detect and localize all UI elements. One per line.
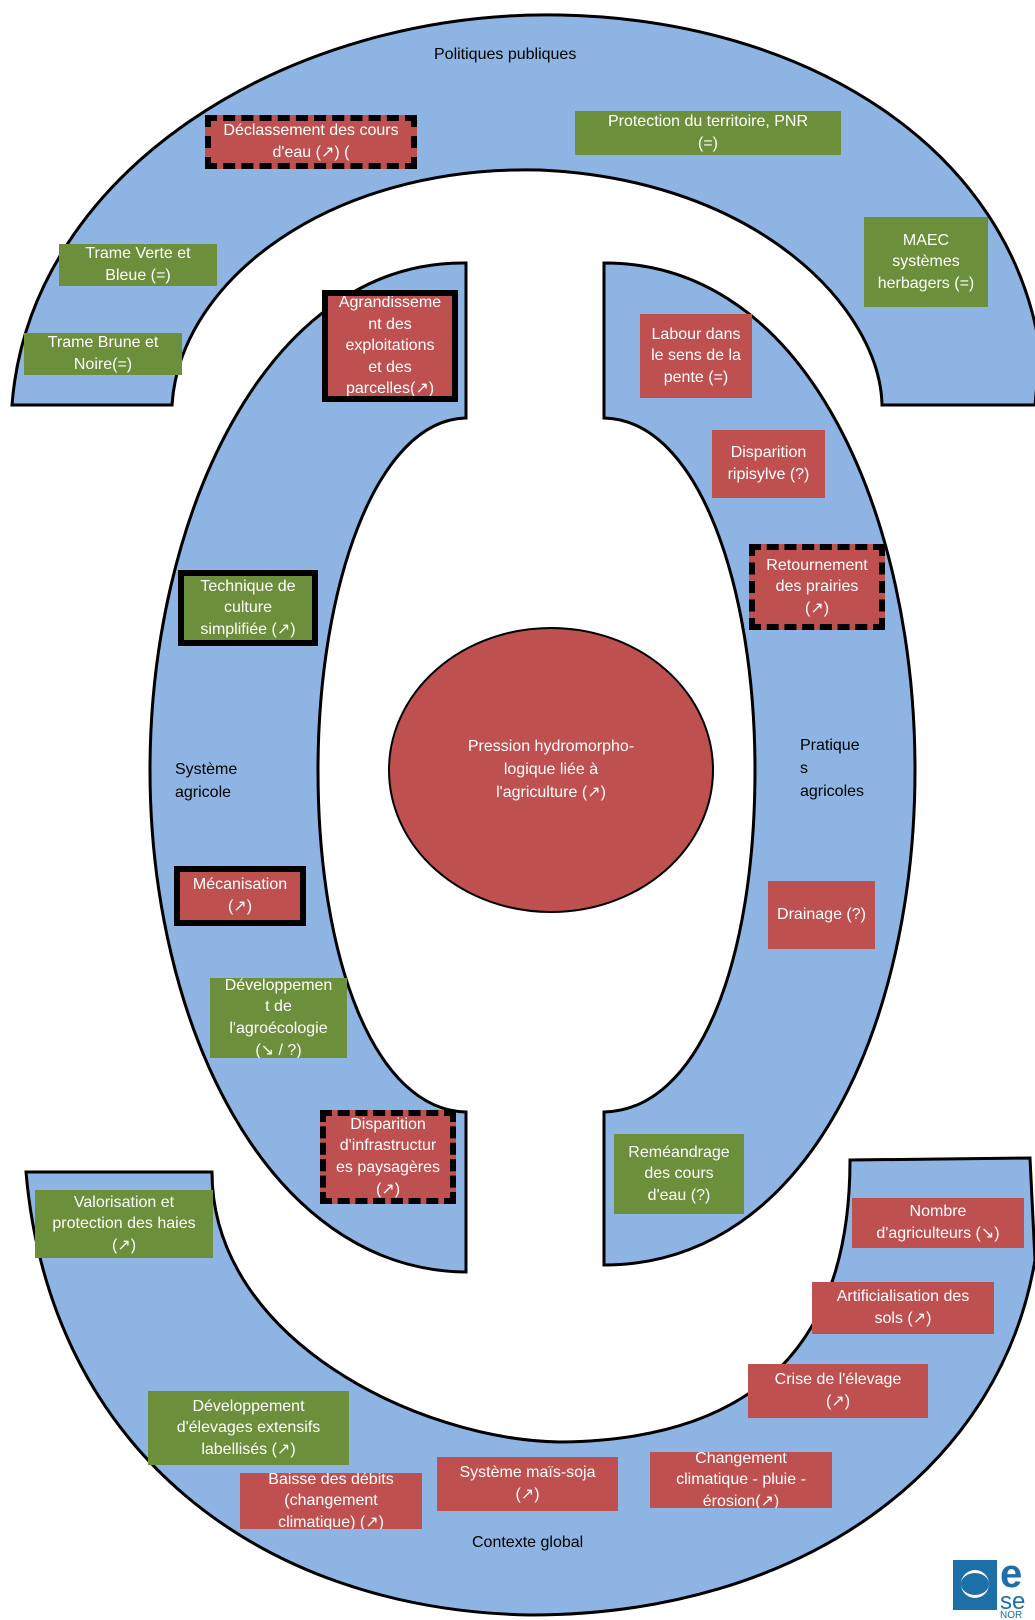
section-label-contexte: Contexte global — [472, 1534, 584, 1551]
item-technique-culture: Technique de culture simplifiée (↗) — [178, 570, 318, 646]
item-disparition-ripisylve: Disparition ripisylve (?) — [712, 430, 825, 498]
item-baisse-debits: Baisse des débits (changement climatique… — [240, 1473, 422, 1529]
logo-mark-icon — [953, 1560, 997, 1610]
item-changement-climatique: Changement climatique - pluie - érosion(… — [650, 1452, 832, 1508]
item-declassement-cours-eau: Déclassement des cours d'eau (↗) ( — [205, 115, 417, 169]
item-elevages-extensifs: Développement d'élevages extensifs label… — [148, 1391, 349, 1465]
item-drainage: Drainage (?) — [768, 881, 875, 949]
logo-text-2: se — [1000, 1588, 1026, 1615]
item-trame-brune-noire: Trame Brune et Noire(=) — [24, 333, 182, 375]
item-systeme-mais-soja: Système maïs-soja (↗) — [437, 1457, 618, 1511]
item-crise-elevage: Crise de l'élevage (↗) — [748, 1364, 928, 1418]
item-infrastructures-paysageres: Disparition d'infrastructur es paysagère… — [320, 1110, 456, 1204]
item-agrandissement: Agrandisseme nt des exploitations et des… — [322, 290, 458, 402]
section-label-politiques: Politiques publiques — [434, 46, 577, 63]
item-labour-pente: Labour dans le sens de la pente (=) — [640, 314, 752, 398]
item-trame-verte-bleue: Trame Verte et Bleue (=) — [59, 244, 217, 286]
item-agroecologie: Développemen t de l'agroécologie (↘ / ?) — [210, 978, 347, 1058]
item-protection-territoire-pnr: Protection du territoire, PNR (=) — [575, 111, 841, 155]
logo-text-3: NOR — [1000, 1610, 1023, 1620]
item-maec: MAEC systèmes herbagers (=) — [864, 217, 988, 307]
center-label: Pression hydromorpho- logique liée à l'a… — [467, 738, 635, 802]
item-remeandrage: Reméandrage des cours d'eau (?) — [614, 1134, 744, 1214]
agency-logo: e se NOR — [950, 1560, 1035, 1620]
right-c-band — [602, 261, 917, 1267]
item-nombre-agriculteurs: Nombre d'agriculteurs (↘) — [852, 1198, 1024, 1248]
item-valorisation-haies: Valorisation et protection des haies (↗) — [35, 1190, 213, 1258]
item-mecanisation: Mécanisation (↗) — [174, 866, 306, 926]
item-retournement-prairies: Retournement des prairies (↗) — [749, 544, 885, 630]
logo-text-1: e — [1000, 1560, 1023, 1596]
item-artificialisation-sols: Artificialisation des sols (↗) — [812, 1282, 994, 1334]
center-ellipse — [388, 627, 714, 913]
section-label-pratiques: Pratique s agricoles — [800, 737, 865, 801]
section-label-systeme: Système agricole — [175, 761, 238, 802]
